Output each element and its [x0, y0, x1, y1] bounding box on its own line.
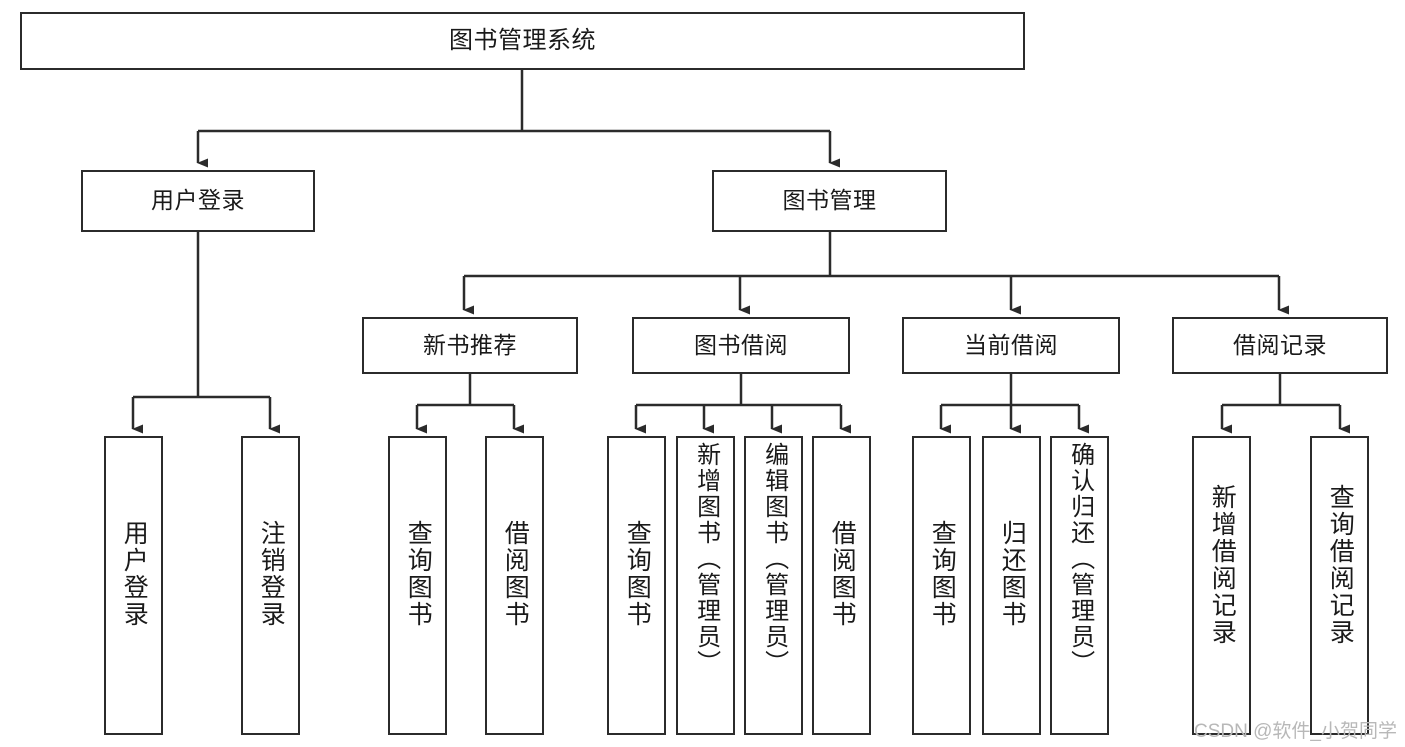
node-label: 借阅图书: [501, 520, 530, 628]
node-label: 注销登录: [257, 520, 286, 628]
node-label: 查询图书: [928, 520, 957, 628]
node-label: 借阅记录: [1233, 331, 1327, 358]
node-root-system[interactable]: 图书管理系统: [20, 12, 1025, 70]
leaf-borrow-book-recommend[interactable]: 借阅图书: [485, 436, 544, 735]
leaf-query-borrow-record[interactable]: 查询借阅记录: [1310, 436, 1369, 735]
node-label: 图书管理系统: [449, 26, 596, 54]
node-label: 查询借阅记录: [1326, 484, 1355, 646]
node-label: 图书借阅: [694, 331, 788, 358]
leaf-query-book-recommend[interactable]: 查询图书: [388, 436, 447, 735]
node-label: 归还图书: [998, 520, 1027, 628]
node-new-book-recommend[interactable]: 新书推荐: [362, 317, 578, 374]
node-label: 用户登录: [151, 187, 245, 214]
leaf-query-book-borrow[interactable]: 查询图书: [607, 436, 666, 735]
node-label: 借阅图书: [828, 520, 857, 628]
leaf-add-book-admin[interactable]: 新增图书（管理员）: [676, 436, 735, 735]
node-label: 确认归还（管理员）: [1066, 442, 1094, 676]
leaf-logout[interactable]: 注销登录: [241, 436, 300, 735]
node-current-borrow[interactable]: 当前借阅: [902, 317, 1120, 374]
node-label: 新书推荐: [423, 331, 517, 358]
node-label: 查询图书: [623, 520, 652, 628]
leaf-borrow-book[interactable]: 借阅图书: [812, 436, 871, 735]
node-label: 查询图书: [404, 520, 433, 628]
node-label: 当前借阅: [964, 331, 1058, 358]
leaf-confirm-return-admin[interactable]: 确认归还（管理员）: [1050, 436, 1109, 735]
node-label: 编辑图书（管理员）: [760, 442, 788, 676]
leaf-add-borrow-record[interactable]: 新增借阅记录: [1192, 436, 1251, 735]
leaf-edit-book-admin[interactable]: 编辑图书（管理员）: [744, 436, 803, 735]
node-book-management[interactable]: 图书管理: [712, 170, 947, 232]
node-user-login[interactable]: 用户登录: [81, 170, 315, 232]
watermark: CSDN @软件_小贺同学: [1194, 721, 1397, 742]
node-borrow-record[interactable]: 借阅记录: [1172, 317, 1388, 374]
leaf-user-login[interactable]: 用户登录: [104, 436, 163, 735]
node-label: 新增图书（管理员）: [692, 442, 720, 676]
node-book-borrow[interactable]: 图书借阅: [632, 317, 850, 374]
leaf-query-book-current[interactable]: 查询图书: [912, 436, 971, 735]
leaf-return-book[interactable]: 归还图书: [982, 436, 1041, 735]
node-label: 图书管理: [782, 187, 877, 214]
node-label: 新增借阅记录: [1208, 484, 1237, 646]
node-label: 用户登录: [120, 520, 149, 628]
